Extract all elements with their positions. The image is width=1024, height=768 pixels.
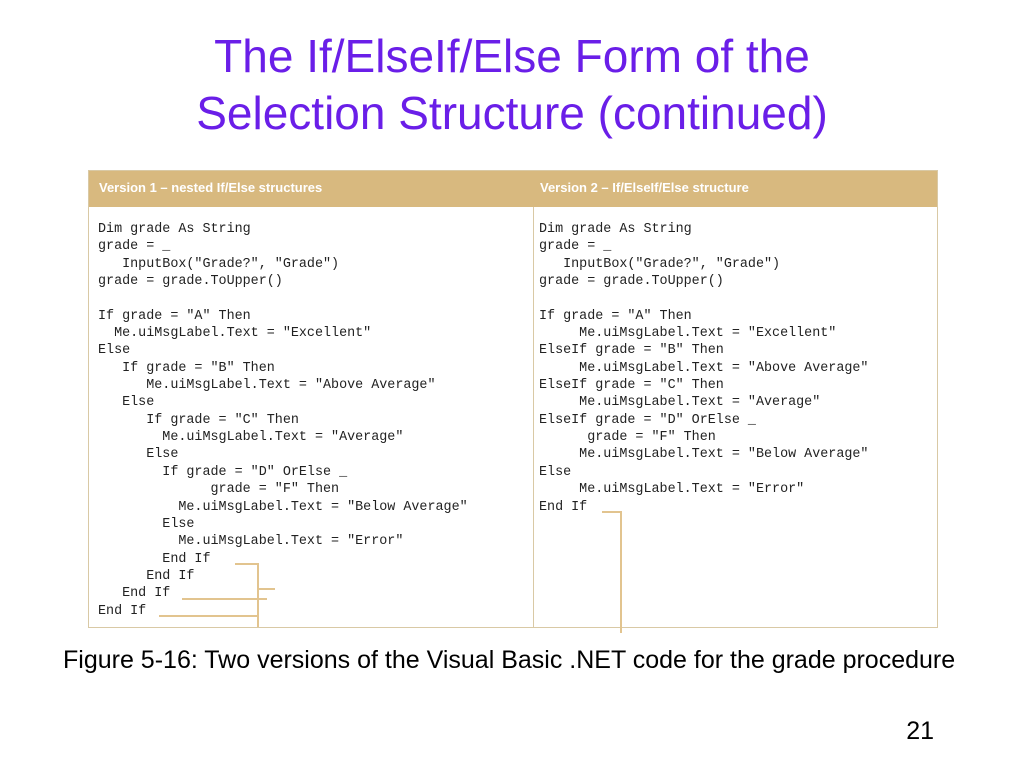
end-if-bracket-version-2 bbox=[602, 511, 622, 633]
version-2-code: Dim grade As String grade = _ InputBox("… bbox=[539, 222, 869, 515]
end-if-bracket-outer bbox=[159, 615, 257, 617]
end-if-bracket-inner bbox=[235, 563, 259, 627]
end-if-bracket-middle bbox=[182, 598, 267, 600]
version-2-heading: Version 2 – If/ElseIf/Else structure bbox=[540, 180, 749, 195]
version-1-code: Dim grade As String grade = _ InputBox("… bbox=[98, 222, 468, 619]
figure-header-bar: Version 1 – nested If/Else structures Ve… bbox=[89, 171, 937, 207]
code-comparison-figure: Version 1 – nested If/Else structures Ve… bbox=[88, 170, 938, 633]
figure-caption: Figure 5-16: Two versions of the Visual … bbox=[63, 646, 956, 674]
page-number: 21 bbox=[906, 717, 934, 745]
column-divider bbox=[533, 207, 534, 627]
slide-title: The If/ElseIf/Else Form of the Selection… bbox=[0, 28, 1024, 142]
slide-title-line-1: The If/ElseIf/Else Form of the bbox=[214, 30, 810, 82]
slide-title-line-2: Selection Structure (continued) bbox=[196, 87, 828, 139]
end-if-bracket-mid-link bbox=[257, 588, 275, 627]
version-1-heading: Version 1 – nested If/Else structures bbox=[99, 180, 323, 195]
